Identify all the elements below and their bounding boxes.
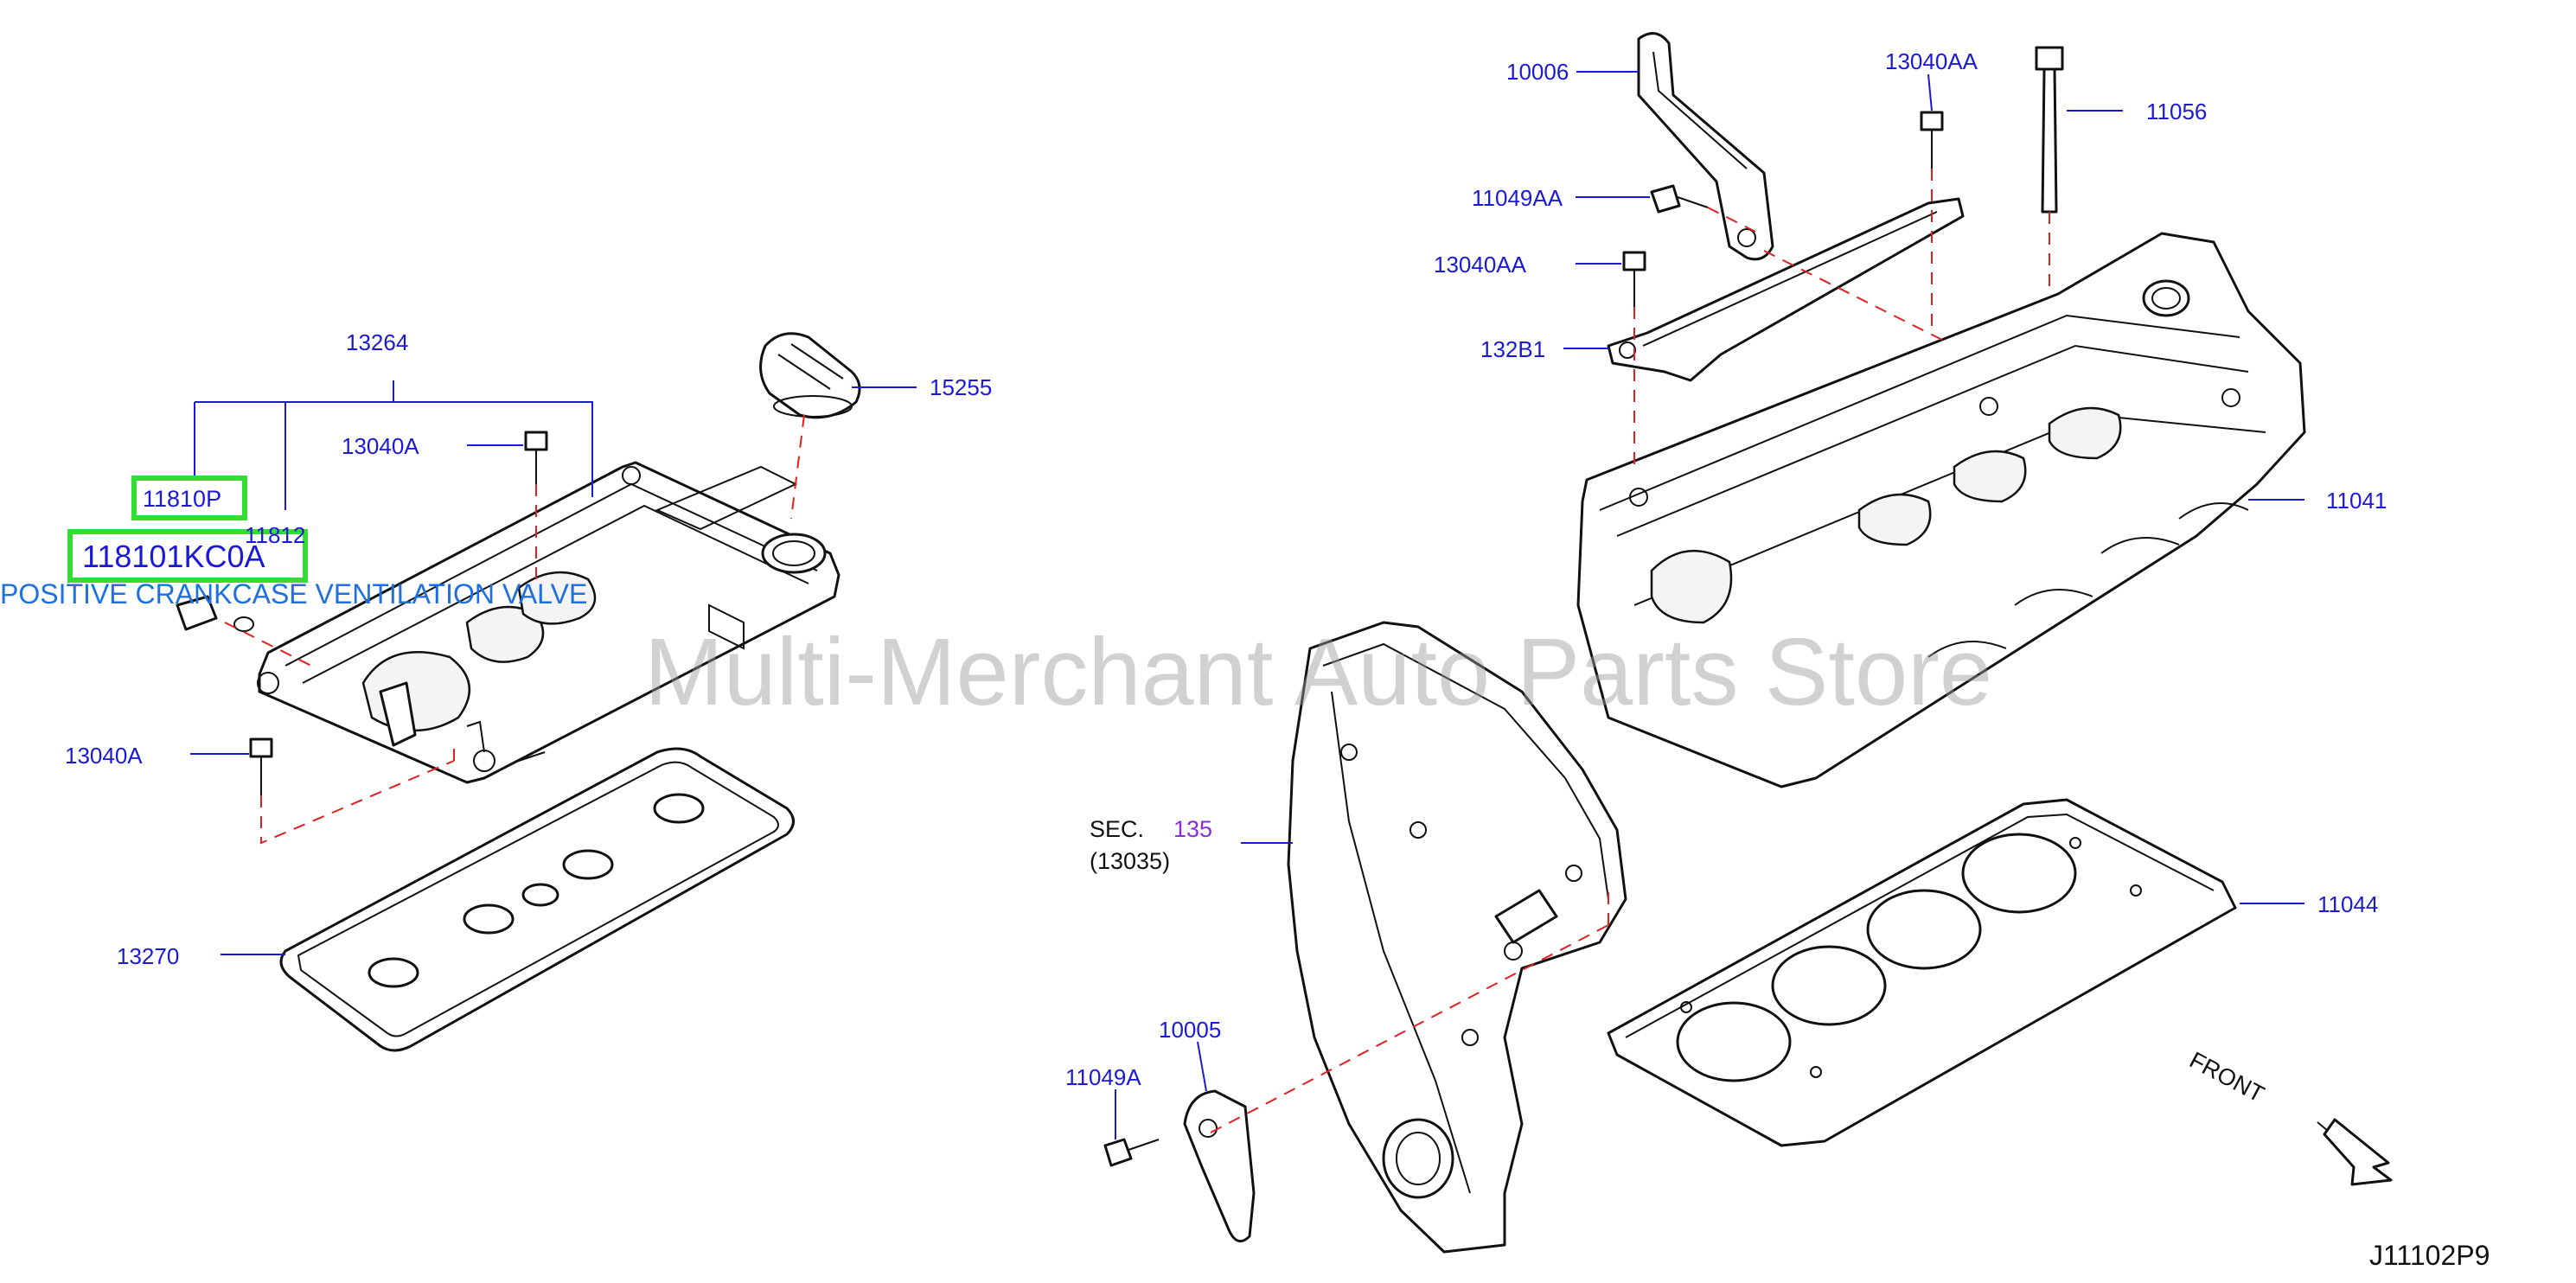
label-15255[interactable]: 15255 xyxy=(930,374,992,400)
label-13270[interactable]: 13270 xyxy=(117,943,179,969)
label-11044[interactable]: 11044 xyxy=(2317,891,2378,917)
label-13040AA-top[interactable]: 13040AA xyxy=(1885,48,1978,74)
plate-10005[interactable] xyxy=(1183,1089,1256,1243)
bolt-13040A-bottom[interactable] xyxy=(249,737,273,795)
bolt-13040AA-mid[interactable] xyxy=(1622,251,1646,307)
label-11049A[interactable]: 11049A xyxy=(1065,1064,1141,1090)
label-13040AA-mid[interactable]: 13040AA xyxy=(1434,252,1527,278)
label-13040A-top[interactable]: 13040A xyxy=(342,433,419,459)
bolt-11056[interactable] xyxy=(2035,46,2064,214)
oil-filler-cap-15255[interactable] xyxy=(759,332,861,419)
label-118101KC0A[interactable]: 118101KC0A xyxy=(82,539,265,574)
highlight-box-118101KC0A xyxy=(67,529,308,583)
label-11049AA[interactable]: 11049AA xyxy=(1472,185,1563,211)
label-sec-ref-13035: (13035) xyxy=(1090,848,1170,874)
label-132B1[interactable]: 132B1 xyxy=(1480,336,1545,362)
valve-cover-13264[interactable] xyxy=(257,461,841,784)
bolt-13040AA-top[interactable] xyxy=(1920,111,1944,169)
label-front: FRONT xyxy=(2185,1047,2268,1107)
highlight-box-11810P xyxy=(131,476,247,520)
label-11041[interactable]: 11041 xyxy=(2326,488,2387,514)
engine-hook-10006[interactable] xyxy=(1637,32,1774,261)
label-sec-word: SEC. xyxy=(1090,816,1144,842)
cylinder-head-11041[interactable] xyxy=(1576,232,2306,788)
label-13264[interactable]: 13264 xyxy=(346,329,408,355)
label-10005[interactable]: 10005 xyxy=(1159,1017,1221,1043)
timing-cover-sec-135[interactable] xyxy=(1287,621,1627,1254)
valve-cover-gasket-13270[interactable] xyxy=(279,747,795,1052)
head-gasket-11044[interactable] xyxy=(1607,798,2237,1147)
label-10006[interactable]: 10006 xyxy=(1506,59,1569,85)
pcv-valve-name: POSITIVE CRANKCASE VENTILATION VALVE xyxy=(0,578,587,610)
bolt-11049AA[interactable] xyxy=(1650,184,1709,214)
label-11812[interactable]: 11812 xyxy=(245,522,305,548)
label-13040A-bottom[interactable]: 13040A xyxy=(65,743,143,769)
label-11810P[interactable]: 11810P xyxy=(143,486,221,512)
bracket-132B1[interactable] xyxy=(1607,197,1965,382)
watermark: Multi-Merchant Auto Parts Store xyxy=(644,619,1992,725)
front-arrow-icon xyxy=(2317,1118,2393,1186)
label-11056[interactable]: 11056 xyxy=(2146,99,2207,124)
diagram-code: J11102P9 xyxy=(2369,1240,2490,1271)
bolt-13040A-top[interactable] xyxy=(524,431,548,484)
label-sec-number-135[interactable]: 135 xyxy=(1173,816,1212,842)
bolt-11049A[interactable] xyxy=(1103,1138,1160,1167)
pcv-valve-part[interactable] xyxy=(176,595,254,632)
